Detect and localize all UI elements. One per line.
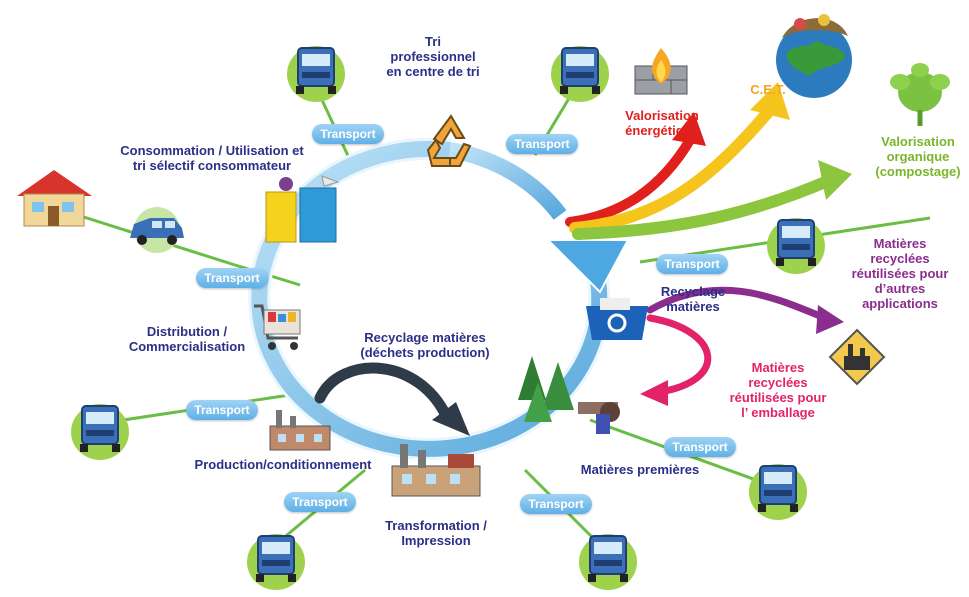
fire-icon xyxy=(634,48,688,95)
factory-warning-icon xyxy=(828,328,886,386)
car-icon xyxy=(130,207,184,253)
recycling-bins-icon xyxy=(265,175,340,243)
label-matieres-emballage: Matières recyclées réutilisées pour l’ e… xyxy=(729,360,827,420)
energy-arrow xyxy=(565,135,695,227)
shopping-cart-icon xyxy=(254,304,301,350)
recycle-symbol-icon xyxy=(426,114,472,167)
label-transformation-impression: Transformation / Impression xyxy=(385,518,487,548)
pink-arrow xyxy=(646,314,711,396)
truck-icon xyxy=(551,46,609,102)
transport-pill: Transport xyxy=(284,492,356,512)
label-recyclage-matieres: Recyclage matières xyxy=(660,284,726,314)
compost-plant-icon xyxy=(890,63,950,126)
truck-icon xyxy=(247,534,305,590)
organic-arrow xyxy=(572,174,836,240)
cet-arrow xyxy=(569,104,776,234)
production-recycling-arrow xyxy=(314,362,470,436)
label-recyclage-dechets-production: Recyclage matières (déchets production) xyxy=(360,330,490,360)
forest-icon xyxy=(518,356,620,434)
transport-pill: Transport xyxy=(196,268,268,288)
label-production-conditionnement: Production/conditionnement xyxy=(194,457,372,472)
truck-icon xyxy=(71,404,129,460)
globe-landfill-icon xyxy=(776,14,852,98)
transport-pill: Transport xyxy=(656,254,728,274)
truck-icon xyxy=(749,464,807,520)
house-icon xyxy=(17,170,92,227)
output-arrows xyxy=(565,82,852,406)
label-valorisation-organique: Valorisation organique (compostage) xyxy=(875,134,961,179)
label-matieres-autres-applications: Matières recyclées réutilisées pour d’au… xyxy=(851,236,949,311)
transport-pill: Transport xyxy=(186,400,258,420)
transport-pill: Transport xyxy=(664,437,736,457)
label-matieres-premieres: Matières premières xyxy=(580,462,700,477)
label-consommation: Consommation / Utilisation et tri sélect… xyxy=(120,143,304,173)
label-tri-professionnel: Tri professionnel en centre de tri xyxy=(386,34,480,79)
factory-icon xyxy=(391,444,481,497)
truck-icon xyxy=(767,218,825,274)
recycle-bin-icon xyxy=(586,298,648,340)
factory-icon xyxy=(269,410,331,451)
cycle-arrowhead xyxy=(545,239,630,294)
purple-arrow xyxy=(646,286,829,322)
truck-icon xyxy=(287,46,345,102)
label-valorisation-energetique: Valorisation énergétique xyxy=(625,108,699,138)
transport-pill: Transport xyxy=(312,124,384,144)
label-cet: C.E.T. xyxy=(750,82,786,97)
label-distribution: Distribution / Commercialisation xyxy=(128,324,246,354)
truck-icon xyxy=(579,534,637,590)
transport-pill: Transport xyxy=(506,134,578,154)
transport-pill: Transport xyxy=(520,494,592,514)
